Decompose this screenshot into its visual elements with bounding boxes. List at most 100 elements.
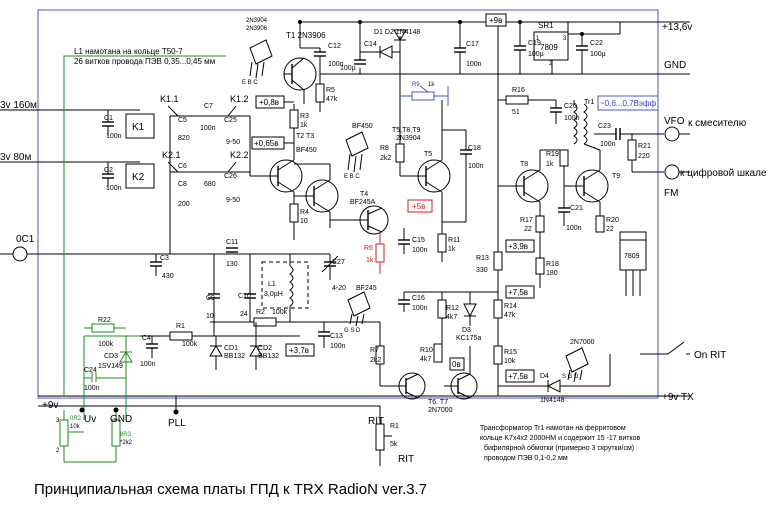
output-level-box: ~0,6...0,7Вэфф — [597, 95, 659, 111]
tr1-note: Трансформатор Tr1 намотан на ферритовом … — [480, 425, 641, 462]
k21-label: K2.1 — [162, 150, 181, 160]
rail-9v-tx: +9v TX — [662, 392, 694, 403]
fm-label: FM — [664, 188, 678, 199]
c26-label: C26 — [224, 173, 237, 180]
c27-value: 4-20 — [332, 285, 346, 292]
tr1-note-line4: проводом ПЭВ 0,1-0,2 мм — [484, 455, 568, 462]
c6-label: C6 — [178, 163, 187, 170]
rit-pot-label: R1 — [390, 423, 399, 430]
r7-label: R7 — [370, 347, 379, 354]
tr1-label: Tr1 — [584, 99, 594, 106]
varicap-cd1: CD1 BB132 — [209, 336, 245, 370]
resistor-r6: R6 1k — [364, 232, 385, 274]
c20-label: C20 — [564, 103, 577, 110]
c3-label: C3 — [160, 255, 169, 262]
r8-label: R8 — [380, 145, 389, 152]
cap-c7: C7 100n — [200, 103, 216, 132]
c22-value: 100µ — [590, 51, 606, 58]
c16-label: C16 — [412, 295, 425, 302]
c13-value: 100n — [330, 343, 346, 350]
r6-label: R6 — [364, 245, 373, 252]
bf245-package: BF245 G S D — [344, 285, 377, 334]
c20-value: 100n — [564, 115, 580, 122]
cap-c11: C11 130 — [226, 239, 238, 268]
r14-value: 47k — [504, 312, 516, 319]
d3-value: KC175a — [456, 335, 481, 342]
r22-label: R22 — [98, 317, 111, 324]
resistor-r10: R10 4k7 — [420, 343, 443, 363]
gnd-rail — [319, 58, 690, 75]
resistor-r1: R1 100k — [169, 323, 198, 348]
pll-connector[interactable]: PLL — [168, 396, 186, 429]
c15-value: 100n — [412, 247, 428, 254]
on-rit-switch[interactable]: On RIT — [640, 341, 726, 361]
c25-label: C25 — [224, 117, 237, 124]
v08-text: +0,8в — [259, 98, 279, 107]
cap-c14: C14 100µ — [340, 41, 377, 72]
transformer-tr1: Tr1 — [573, 99, 601, 151]
c18-label: C18 — [468, 145, 481, 152]
inductor-l1: L1 3,0µH — [261, 254, 309, 322]
c14-value: 100µ — [340, 65, 356, 72]
fm-connector[interactable]: FM — [664, 164, 690, 199]
vfo-connector[interactable]: VFO — [664, 116, 690, 142]
t4-type: BF245A — [350, 199, 376, 206]
resistor-r15: R15 10k — [493, 345, 517, 396]
t589-type: 2N3904 — [396, 135, 421, 142]
r12-label: R12 — [446, 305, 459, 312]
cap-c18: C18 100n — [442, 129, 484, 223]
c5-value: 820 — [178, 135, 190, 142]
oc1-label: 0C1 — [16, 234, 35, 245]
t9-label: T9 — [612, 173, 620, 180]
r9-value: 1k — [428, 82, 435, 88]
resistor-r12: R12 4k7 — [437, 292, 459, 346]
voltage-box-75b: +7,5в — [505, 369, 535, 383]
r10-value: 4k7 — [420, 356, 431, 363]
r6-value: 1k — [366, 257, 374, 264]
vfo-label: VFO — [664, 116, 685, 127]
r9-label: R9 — [412, 82, 420, 88]
c11-value: 130 — [226, 261, 238, 268]
cd3-value: 1SV149 — [98, 363, 123, 370]
pr2-value: 10k — [70, 424, 81, 430]
d3-label: D3 — [462, 327, 471, 334]
d4-label: D4 — [540, 373, 549, 380]
t8-label: T8 — [520, 161, 528, 168]
cap-c10: C10 24 — [238, 254, 256, 322]
rit-pot[interactable]: R1 5k RIT RIT — [368, 406, 414, 466]
transistor-t9: T9 — [575, 150, 620, 216]
plus9v-bottom-label: +9v — [42, 400, 58, 411]
cd2-value: BB132 — [258, 353, 279, 360]
tr1-note-line3: бифилярной обмотки (примерно 3 скрутки/с… — [484, 444, 634, 452]
cap-c20: C20 100n — [550, 100, 580, 124]
rit-pot-value: 5k — [390, 441, 398, 448]
c15-label: C15 — [412, 237, 425, 244]
package-2n7000: 2N7000 S G D — [562, 339, 595, 383]
r17-value: 22 — [524, 226, 532, 233]
voltage-box-37: +3,7в — [285, 343, 315, 357]
cap-c8: C8 200 — [178, 181, 190, 208]
v5-text: +5в — [412, 202, 425, 211]
resistor-r11: R11 1k — [437, 230, 460, 262]
cap-c9: C9 10 — [206, 254, 220, 336]
c8-label: C8 — [178, 181, 187, 188]
cd2-label: CD2 — [258, 345, 272, 352]
c19-label: C19 — [528, 40, 541, 47]
r3-label: R3 — [300, 113, 309, 120]
q2n7000-label: 2N7000 — [570, 339, 595, 346]
c4-value: 100n — [140, 361, 156, 368]
r18-value: 180 — [546, 270, 558, 277]
t2t3-label: T2 T3 — [296, 133, 314, 140]
c17-label: C17 — [466, 41, 479, 48]
resistor-r18: R18 180 — [535, 232, 559, 288]
t5-label: T5 — [424, 151, 432, 158]
c25-value: 9-50 — [226, 139, 240, 146]
c4-label: C4 — [142, 335, 151, 342]
oc1-connector[interactable]: 0C1 — [0, 234, 330, 262]
k12-label: K1.2 — [230, 94, 249, 104]
cap-c26: C26 9-50 — [224, 173, 240, 204]
c10-value: 24 — [240, 311, 248, 318]
c11-label: C11 — [226, 239, 238, 246]
r4-label: R4 — [300, 209, 309, 216]
c2-value: 100n — [106, 185, 122, 192]
